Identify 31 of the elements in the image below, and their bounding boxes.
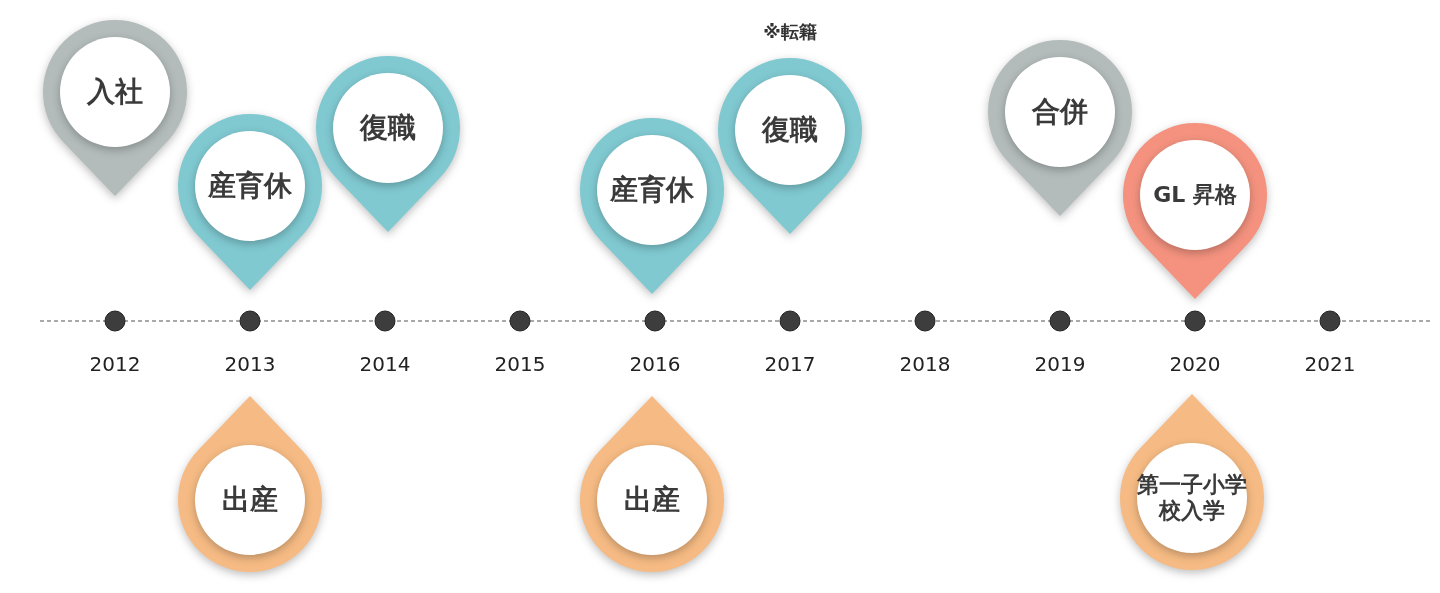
pin-label: 合併	[1032, 95, 1088, 129]
pin-label: 産育休	[208, 169, 292, 203]
map-pin	[580, 396, 724, 572]
map-pin	[43, 20, 187, 196]
pin-label: 復職	[762, 113, 818, 147]
year-label: 2012	[89, 352, 141, 376]
year-label: 2014	[359, 352, 411, 376]
year-label: 2019	[1034, 352, 1086, 376]
pin-label: 出産	[624, 483, 680, 517]
map-pin	[1120, 394, 1264, 570]
pin-label: 入社	[87, 75, 143, 109]
map-pin	[316, 56, 460, 232]
year-label: 2018	[899, 352, 951, 376]
year-label: 2013	[224, 352, 276, 376]
pin-note: ※転籍	[763, 20, 817, 44]
map-pin	[718, 58, 862, 234]
year-label: 2020	[1169, 352, 1221, 376]
pin-label: GL 昇格	[1153, 181, 1237, 209]
pin-label: 産育休	[610, 173, 694, 207]
map-pin	[178, 114, 322, 290]
pin-label: 出産	[222, 483, 278, 517]
year-label: 2017	[764, 352, 816, 376]
pin-label: 復職	[360, 111, 416, 145]
year-label: 2015	[494, 352, 546, 376]
map-pin	[178, 396, 322, 572]
pin-label: 第一子小学校入学	[1137, 471, 1247, 525]
year-label: 2016	[629, 352, 681, 376]
year-label: 2021	[1304, 352, 1356, 376]
map-pin	[1123, 123, 1267, 299]
map-pin	[988, 40, 1132, 216]
map-pin	[580, 118, 724, 294]
